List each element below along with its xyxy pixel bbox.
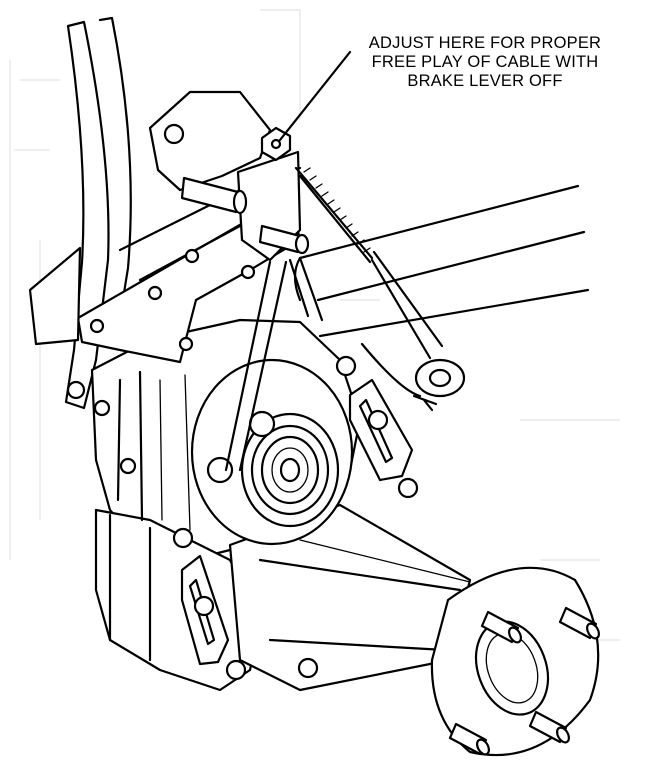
bolt-12 — [172, 527, 194, 549]
bolt-9 — [335, 355, 357, 377]
callout-leader — [278, 50, 352, 142]
cable-pulley — [412, 358, 466, 412]
bolt-13 — [193, 595, 215, 617]
bolt-15 — [297, 657, 319, 679]
wheel-hub — [430, 566, 600, 757]
bolt-6 — [240, 264, 256, 280]
bolt-heads — [66, 123, 419, 681]
bolt-8 — [93, 399, 111, 417]
bolt-4 — [184, 248, 200, 264]
upper-bracket — [148, 90, 310, 262]
bolt-18 — [119, 457, 137, 475]
bolt-10 — [367, 409, 389, 431]
pivot-pin-1 — [180, 176, 248, 215]
brake-cable — [294, 166, 444, 398]
callout-line-3: BRAKE LEVER OFF — [407, 72, 563, 90]
wheel-stud-3 — [448, 722, 490, 756]
bolt-5 — [178, 336, 194, 352]
bolt-7 — [66, 380, 86, 400]
callout-line-1: ADJUST HERE FOR PROPER — [368, 34, 602, 52]
brake-drum — [190, 358, 354, 546]
bolt-16 — [248, 410, 276, 438]
bolt-1 — [163, 123, 185, 145]
bolt-2 — [147, 285, 163, 301]
wheel-stud-1 — [480, 610, 522, 644]
bolt-17 — [206, 456, 234, 484]
adjust-callout-label: ADJUST HERE FOR PROPER FREE PLAY OF CABL… — [330, 34, 640, 91]
bolt-3 — [89, 318, 105, 334]
pivot-pin-2 — [258, 224, 310, 255]
wheel-stud-4 — [528, 710, 570, 744]
slotted-plate-right — [348, 378, 414, 482]
wheel-stud-2 — [558, 606, 600, 640]
bolt-14 — [225, 659, 247, 681]
link-rods — [224, 256, 324, 472]
bolt-11 — [397, 477, 419, 499]
callout-line-2: FREE PLAY OF CABLE WITH — [371, 53, 599, 71]
